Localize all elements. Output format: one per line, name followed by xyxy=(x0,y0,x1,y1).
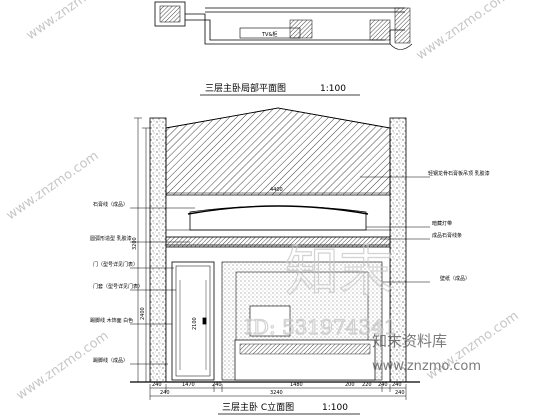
bottom-dim-6: 220 xyxy=(362,382,372,388)
watermark-site-3: www.znzmo.com xyxy=(4,148,102,223)
plan-scale: 1:100 xyxy=(320,84,346,94)
watermark-id: ID: 531974341 xyxy=(245,315,397,339)
elevation-c xyxy=(130,107,420,383)
bottom-dimension-chain xyxy=(149,384,407,400)
tv-cabinet-label: TV&柜 xyxy=(261,31,277,38)
height-dimension-1: 3200 xyxy=(132,237,138,250)
door-height-dimension: 2100 xyxy=(192,317,198,330)
note-skirting: 踢脚线（成品） xyxy=(93,357,128,364)
plan-title: 三层主卧局部平面图 xyxy=(205,82,286,94)
note-ceiling: 轻钢龙骨石膏板吊顶 乳胶漆 xyxy=(428,170,490,177)
watermark-site-2: www.znzmo.com xyxy=(414,0,512,63)
left-height-dimensions xyxy=(134,117,150,383)
bottom-dim-9: 240 xyxy=(160,390,170,396)
arch-molding xyxy=(187,205,369,215)
bottom-dim-8: 240 xyxy=(392,382,402,388)
note-arch-feature: 圆弧形造型 乳胶漆 xyxy=(90,235,132,242)
bedside-item xyxy=(249,305,291,337)
elevation-scale: 1:100 xyxy=(322,403,348,413)
note-molding: 成品石膏线条 xyxy=(432,232,462,239)
note-door: 门（型号详见门表） xyxy=(93,261,138,268)
watermark-site-1: www.znzmo.com xyxy=(24,0,122,43)
bottom-dim-5: 200 xyxy=(345,382,355,388)
watermark-library: 知末资料库 xyxy=(372,332,447,350)
door-left xyxy=(171,261,215,381)
bottom-dim-10: 240 xyxy=(395,390,405,396)
note-wallpaper: 壁纸（成品） xyxy=(440,275,470,282)
door-handle xyxy=(202,317,207,325)
partial-floor-plan xyxy=(154,1,413,50)
watermark-site-main: www.znzmo.com xyxy=(372,359,481,374)
bottom-dim-1: 240 xyxy=(152,382,162,388)
watermark-site-4: www.znzmo.com xyxy=(14,328,112,403)
elevation-title: 三层主卧 C立面图 xyxy=(222,401,294,413)
bottom-dim-7: 240 xyxy=(378,382,388,388)
ceiling-hatch xyxy=(165,107,391,196)
top-dimension xyxy=(165,189,391,197)
note-plaster-line: 石膏线（成品） xyxy=(93,201,128,208)
note-hidden-light: 暗藏灯带 xyxy=(432,220,452,227)
top-dimension-value: 4400 xyxy=(270,187,283,193)
height-dimension-2: 2400 xyxy=(140,307,146,320)
watermark-brand: 知末 xyxy=(285,240,393,303)
bottom-dim-2: 1470 xyxy=(182,382,195,388)
bottom-dim-3: 240 xyxy=(212,382,222,388)
bottom-dim-4: 1480 xyxy=(290,382,303,388)
leader-lines xyxy=(130,176,430,365)
bottom-total-dimension: 3240 xyxy=(270,390,283,396)
left-wall-section xyxy=(149,117,167,383)
note-door-frame: 门套（型号详见门表） xyxy=(93,283,143,290)
note-skirting-wood: 踢脚线 木饰面 白色 xyxy=(90,317,133,324)
